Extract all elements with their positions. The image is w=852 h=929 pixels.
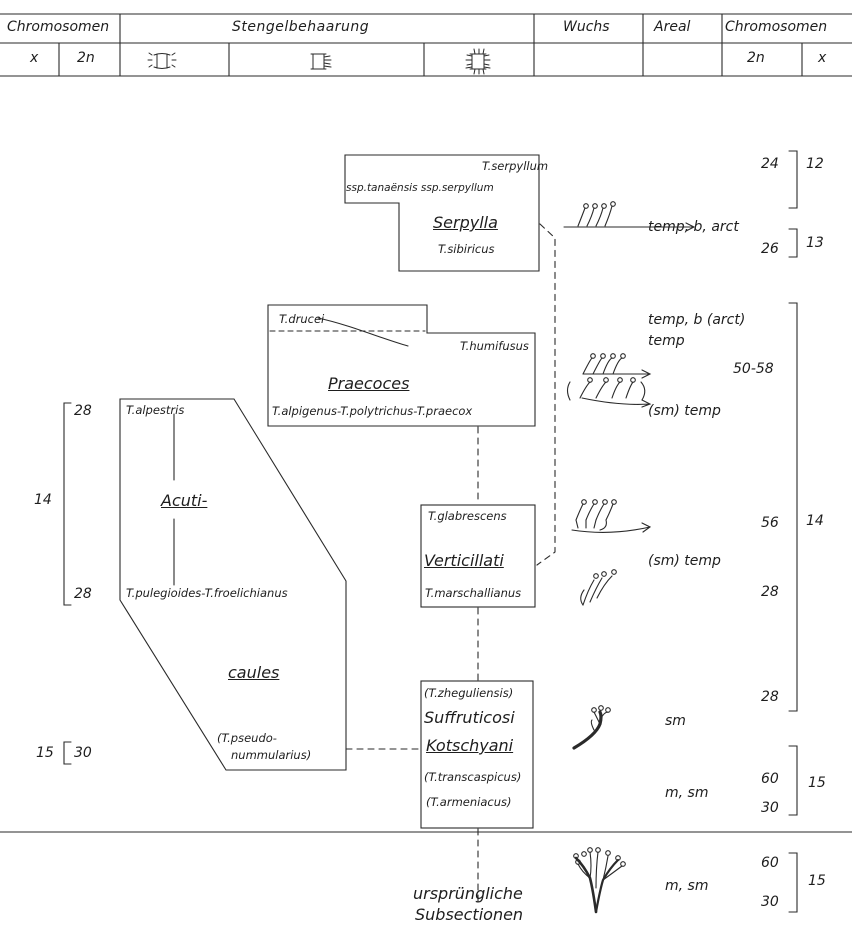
growth-form-serpylla-icon (563, 201, 696, 232)
serpylla-name: Serpylla (433, 213, 498, 232)
verticillati-areal: (sm) temp (648, 553, 721, 569)
kotschyani-species-1: (T.transcaspicus) (424, 770, 522, 784)
kotschyani-box (420, 680, 534, 829)
acuticaules-x-2: 15 (36, 745, 54, 761)
acuticaules-2n-bottom: 28 (74, 586, 92, 602)
kotschyani-species-2: (T.armeniacus) (426, 795, 512, 809)
verticillati-x: 14 (806, 513, 824, 529)
acuticaules-species-3b: nummularius) (231, 748, 312, 762)
praecoces-2n: 50-58 (733, 361, 774, 377)
verticillati-2n-1: 56 (761, 515, 779, 531)
kotschyani-name: Kotschyani (426, 736, 514, 755)
hair-type-icon-1 (147, 52, 177, 69)
serpylla-x-1: 12 (806, 156, 824, 172)
origin-2n-2: 30 (761, 894, 779, 910)
serpylla-box (344, 154, 540, 272)
suffruticosi-2n: 28 (761, 689, 779, 705)
header-chromosomen-left: Chromosomen (7, 19, 110, 35)
growth-form-suffruticosi-icon (572, 705, 611, 750)
praecoces-species-1: T.drucei (279, 312, 325, 326)
acuticaules-x: 14 (34, 492, 52, 508)
origin-2n-1: 60 (761, 855, 779, 871)
growth-form-verticillati-icon (571, 499, 652, 533)
acuticaules-2n-3: 30 (74, 745, 92, 761)
praecoces-species-3: T.alpigenus-T.polytrichus-T.praecox (272, 404, 473, 418)
serpylla-x-2: 13 (806, 235, 824, 251)
right-brackets (788, 150, 798, 913)
praecoces-areal-1: temp, b (arct) (648, 312, 746, 328)
praecoces-species-2: T.humifusus (460, 339, 529, 353)
praecoces-areal-2: temp (648, 333, 685, 349)
header-x-right: x (818, 50, 827, 66)
header-x-left: x (30, 50, 39, 66)
origin-areal: m, sm (665, 878, 709, 894)
acuticaules-2n-top: 28 (74, 403, 92, 419)
serpylla-species-1: T.serpyllum (482, 159, 549, 173)
header-table-lines (0, 13, 852, 77)
origin-line-2: Subsectionen (415, 905, 524, 924)
praecoces-name: Praecoces (328, 374, 410, 393)
growth-form-praecoces-icon (566, 353, 652, 408)
verticillati-species-1: T.glabrescens (428, 509, 507, 523)
acuticaules-name-1: Acuti- (161, 491, 208, 510)
verticillati-box (420, 504, 536, 608)
kotschyani-2n-2: 30 (761, 800, 779, 816)
header-wuchs: Wuchs (563, 19, 610, 35)
suffruticosi-species-1: (T.zheguliensis) (424, 686, 514, 700)
growth-form-verticillati-2-icon (580, 569, 617, 606)
header-areal: Areal (654, 19, 691, 35)
acuticaules-species-3: (T.pseudo- (217, 731, 277, 745)
acuticaules-species-2: T.pulegioides-T.froelichianus (126, 586, 288, 600)
verticillati-2n-2: 28 (761, 584, 779, 600)
origin-line-1: ursprüngliche (413, 884, 523, 903)
serpylla-subspecies: ssp.tanaënsis ssp.serpyllum (346, 182, 494, 194)
serpylla-2n-2: 26 (761, 241, 779, 257)
praecoces-areal-3: (sm) temp (648, 403, 721, 419)
kotschyani-2n-1: 60 (761, 771, 779, 787)
header-chromosomen-right: Chromosomen (725, 19, 828, 35)
header-2n-left: 2n (77, 50, 95, 66)
acuticaules-box (119, 398, 347, 771)
kotschyani-x: 15 (808, 775, 826, 791)
hair-type-icon-2 (310, 53, 332, 70)
verticillati-species-2: T.marschallianus (425, 586, 522, 600)
origin-x: 15 (808, 873, 826, 889)
acuticaules-species-1: T.alpestris (126, 403, 185, 417)
left-brackets (63, 402, 72, 765)
serpylla-species-2: T.sibiricus (438, 242, 495, 256)
verticillati-name: Verticillati (424, 551, 504, 570)
header-2n-right: 2n (747, 50, 765, 66)
header-stengelbehaarung: Stengelbehaarung (232, 19, 370, 35)
suffruticosi-name: Suffruticosi (424, 708, 515, 727)
kotschyani-areal: m, sm (665, 785, 709, 801)
praecoces-box (267, 304, 536, 427)
acuticaules-name-2: caules (228, 663, 280, 682)
growth-form-origin-icon (573, 847, 626, 914)
suffruticosi-areal: sm (665, 713, 686, 729)
dashed-connectors (345, 223, 556, 906)
drucei-humifusus-connector (317, 317, 409, 347)
serpylla-2n-1: 24 (761, 156, 779, 172)
hair-type-icon-3 (465, 48, 491, 75)
serpylla-areal: temp, b, arct (648, 219, 739, 235)
